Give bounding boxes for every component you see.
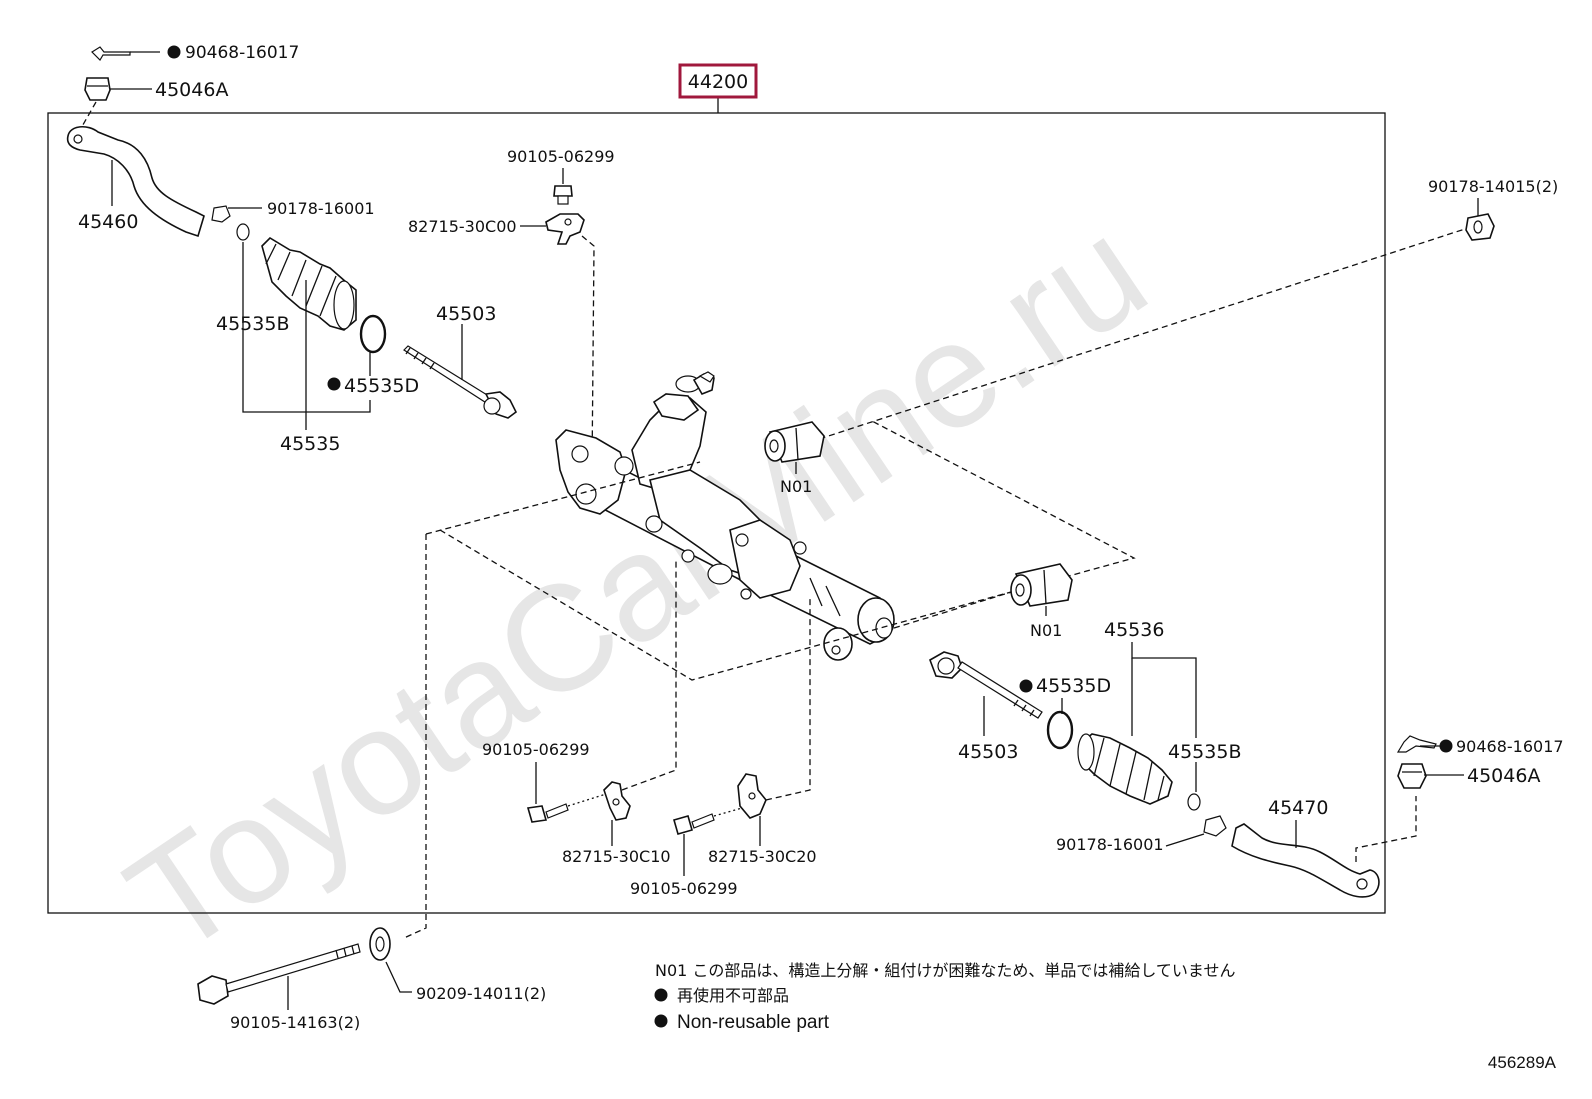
part-label-bushing-lower[interactable]: N01: [1030, 621, 1062, 640]
note-non-reusable-jp: 再使用不可部品: [677, 986, 789, 1005]
cotter-pin-right-icon[interactable]: [1396, 735, 1437, 753]
note-non-reusable-en: Non-reusable part: [677, 1012, 830, 1033]
part-label-tie-rod-end-right[interactable]: 45470: [1268, 797, 1328, 819]
castle-nut-right-icon[interactable]: [1397, 763, 1427, 789]
part-label-nut-right-top[interactable]: 90178-14015(2): [1428, 177, 1558, 196]
part-label-bolt-top[interactable]: 90105-06299: [507, 147, 615, 166]
part-label-nut-left[interactable]: 45046A: [155, 79, 228, 101]
nut-right-top-icon[interactable]: [1465, 213, 1495, 241]
part-label-washer[interactable]: 90209-14011(2): [416, 984, 546, 1003]
castle-nut-left-icon[interactable]: [84, 77, 111, 101]
part-label-tie-rod-end-left[interactable]: 45460: [78, 211, 138, 233]
part-label-bushing-upper[interactable]: N01: [780, 477, 812, 496]
tie-rod-end-left-icon[interactable]: [66, 126, 205, 238]
part-label-nut-right[interactable]: 45046A: [1467, 765, 1540, 787]
non-reusable-marker: [167, 45, 181, 59]
part-label-cotter-pin-right[interactable]: 90468-16017: [1456, 737, 1564, 756]
part-label-clamp-left[interactable]: 45535D: [344, 375, 419, 397]
non-reusable-marker: [654, 1014, 668, 1028]
bolt-low-icon[interactable]: [673, 813, 715, 835]
boot-left-icon[interactable]: [261, 236, 357, 331]
note-n01: N01 この部品は、構造上分解・組付けが困難なため、単品では補給していません: [655, 961, 1235, 980]
part-label-boot-right[interactable]: 45535B: [1168, 741, 1241, 763]
non-reusable-marker: [327, 377, 341, 391]
small-clamp-left-icon[interactable]: [236, 223, 250, 241]
bolt-top-icon[interactable]: [553, 185, 573, 205]
part-label-bracket-low[interactable]: 82715-30C20: [708, 847, 817, 866]
figure-id: 456289A: [1488, 1053, 1557, 1072]
bracket-low-icon[interactable]: [737, 773, 767, 819]
assembly-number[interactable]: 44200: [688, 71, 748, 93]
part-label-long-bolt[interactable]: 90105-14163(2): [230, 1013, 360, 1032]
small-clamp-right-icon[interactable]: [1187, 793, 1201, 811]
part-label-cotter-pin-left[interactable]: 90468-16017: [185, 43, 299, 63]
part-label-bracket-mid[interactable]: 82715-30C10: [562, 847, 671, 866]
clamp-ring-right-icon[interactable]: [1046, 710, 1074, 750]
non-reusable-marker: [1439, 739, 1453, 753]
part-label-bracket-top[interactable]: 82715-30C00: [408, 217, 517, 236]
part-label-boot-kit-left[interactable]: 45535: [280, 433, 340, 455]
tie-rod-end-right-icon[interactable]: [1231, 823, 1380, 898]
bushing-lower-icon[interactable]: [1010, 563, 1073, 607]
clamp-ring-left-icon[interactable]: [359, 314, 387, 354]
assembly-frame: [47, 112, 1386, 914]
tie-rod-right-icon[interactable]: [929, 651, 1043, 719]
washer-icon[interactable]: [369, 927, 391, 961]
non-reusable-marker: [654, 988, 668, 1002]
part-label-clamp-right[interactable]: 45535D: [1036, 675, 1111, 697]
part-label-tie-rod-right[interactable]: 45503: [958, 741, 1018, 763]
long-bolt-icon[interactable]: [197, 943, 361, 1005]
part-label-clip-left[interactable]: 90178-16001: [267, 199, 375, 218]
bracket-top-icon[interactable]: [545, 213, 585, 245]
part-label-boot-kit-right[interactable]: 45536: [1104, 619, 1164, 641]
steering-rack-housing-icon[interactable]: [555, 371, 895, 661]
boot-right-icon[interactable]: [1077, 733, 1173, 805]
assembly-number-box[interactable]: [678, 63, 758, 99]
clip-right-icon[interactable]: [1203, 815, 1227, 837]
bolt-mid-icon[interactable]: [526, 803, 569, 823]
part-label-boot-left[interactable]: 45535B: [216, 313, 289, 335]
part-label-clip-right[interactable]: 90178-16001: [1056, 835, 1164, 854]
part-label-tie-rod-left[interactable]: 45503: [436, 303, 496, 325]
part-label-bolt-low[interactable]: 90105-06299: [630, 879, 738, 898]
clip-left-icon[interactable]: [211, 205, 231, 223]
bushing-upper-icon[interactable]: [764, 421, 825, 463]
tie-rod-left-icon[interactable]: [403, 345, 518, 419]
part-label-bolt-mid[interactable]: 90105-06299: [482, 740, 590, 759]
bracket-mid-icon[interactable]: [603, 781, 631, 821]
cotter-pin-left-icon[interactable]: [91, 46, 131, 61]
non-reusable-marker: [1019, 679, 1033, 693]
